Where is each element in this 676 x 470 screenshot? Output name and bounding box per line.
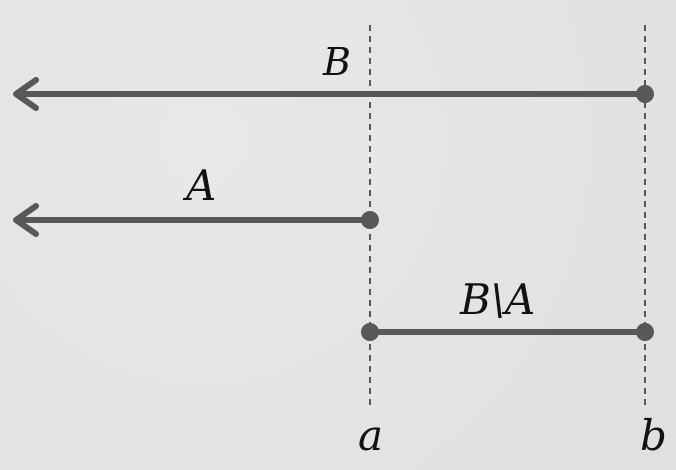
point-a-label: a [358,411,383,460]
ray-b-arrowhead [13,77,39,111]
label-a: A [182,161,216,210]
point-b-label: b [640,411,667,460]
difference-start-point [361,323,379,341]
ray-b-endpoint [636,85,654,103]
difference-end-point [636,323,654,341]
ray-a-endpoint [361,211,379,229]
ray-a-arrowhead [13,203,39,237]
label-b: B [322,40,351,84]
label-difference: B\A [459,275,535,324]
